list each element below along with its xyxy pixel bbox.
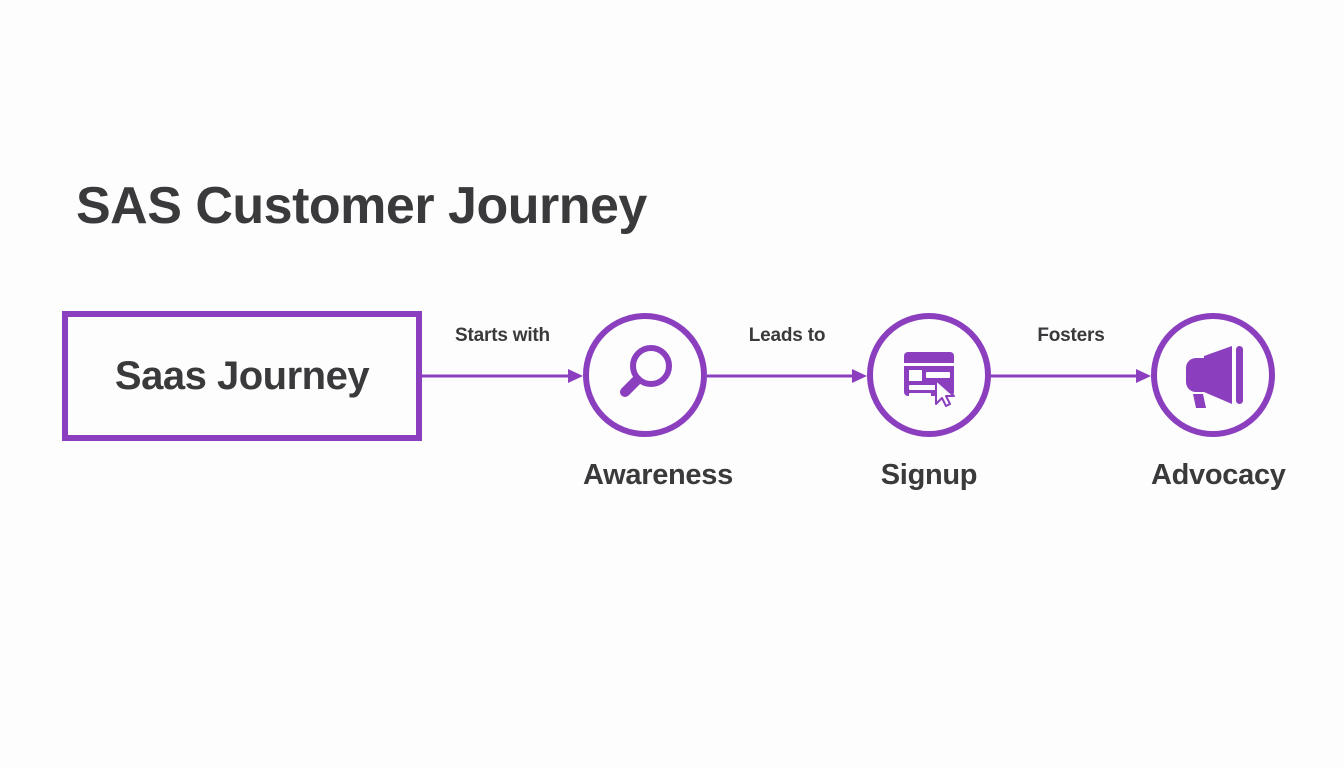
start-node-label: Saas Journey xyxy=(114,353,370,398)
node-advocacy-circle[interactable] xyxy=(1151,313,1275,437)
node-awareness[interactable]: Awareness xyxy=(583,313,733,492)
arrow-icon xyxy=(422,369,583,383)
megaphone-icon xyxy=(1186,346,1243,408)
magnifier-icon xyxy=(620,345,672,397)
node-awareness-label: Awareness xyxy=(583,459,733,491)
connector-label-starts-with: Starts with xyxy=(455,325,550,346)
node-signup[interactable]: Signup xyxy=(867,313,991,492)
arrow-icon xyxy=(991,369,1151,383)
signup-form-cursor-icon xyxy=(904,352,955,407)
node-advocacy[interactable]: Advocacy xyxy=(1151,313,1286,492)
connector-label-leads-to: Leads to xyxy=(748,325,826,346)
node-advocacy-label: Advocacy xyxy=(1151,459,1286,491)
node-awareness-circle[interactable] xyxy=(583,313,707,437)
start-node-saas-journey[interactable]: Saas Journey xyxy=(62,311,422,441)
connector-fosters: Fosters xyxy=(991,325,1151,391)
page-title: SAS Customer Journey xyxy=(76,177,647,235)
node-signup-label: Signup xyxy=(880,459,978,491)
arrow-icon xyxy=(707,369,867,383)
connector-starts-with: Starts with xyxy=(422,325,583,391)
connector-leads-to: Leads to xyxy=(707,325,867,391)
node-signup-circle[interactable] xyxy=(867,313,991,437)
connector-label-fosters: Fosters xyxy=(1037,325,1105,346)
